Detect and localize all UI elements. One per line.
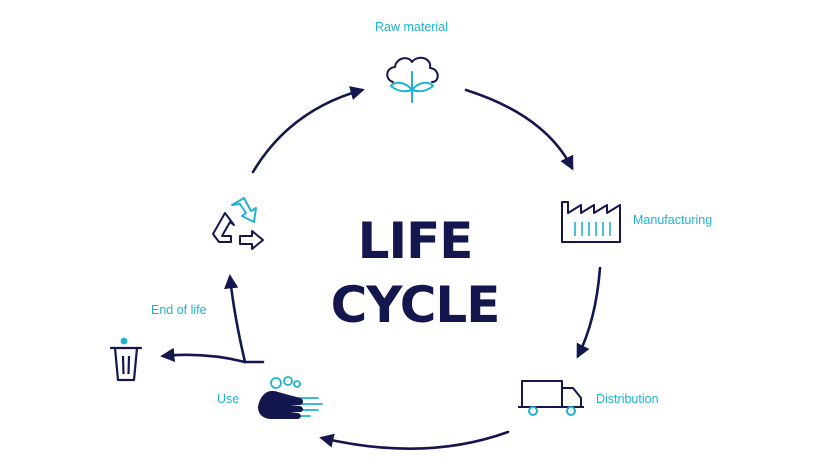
arrow-to-end-of-life: [160, 347, 247, 364]
distribution-label: Distribution: [596, 392, 659, 406]
cycle-arrows: [160, 86, 602, 450]
recycle-icon: [212, 197, 264, 250]
arrow-raw-to-manufacturing: [464, 88, 574, 171]
hand-wash-icon: [258, 376, 323, 419]
raw-material-label: Raw material: [375, 20, 448, 34]
title-line-1: LIFE: [357, 212, 474, 270]
end-of-life-label: End of life: [151, 303, 207, 317]
manufacturing-label: Manufacturing: [633, 213, 713, 227]
arrow-distribution-to-use: [319, 430, 510, 450]
trash-bin-icon: [109, 337, 143, 382]
factory-icon: [561, 201, 621, 243]
arrow-recycle-to-raw: [251, 86, 365, 174]
title-line-2: CYCLE: [330, 276, 501, 334]
arrow-use-to-recycle: [224, 274, 265, 364]
cotton-plant-icon: [386, 56, 439, 103]
truck-icon: [518, 380, 584, 416]
use-label: Use: [217, 392, 240, 406]
arrow-manufacturing-to-distribution: [576, 266, 602, 359]
